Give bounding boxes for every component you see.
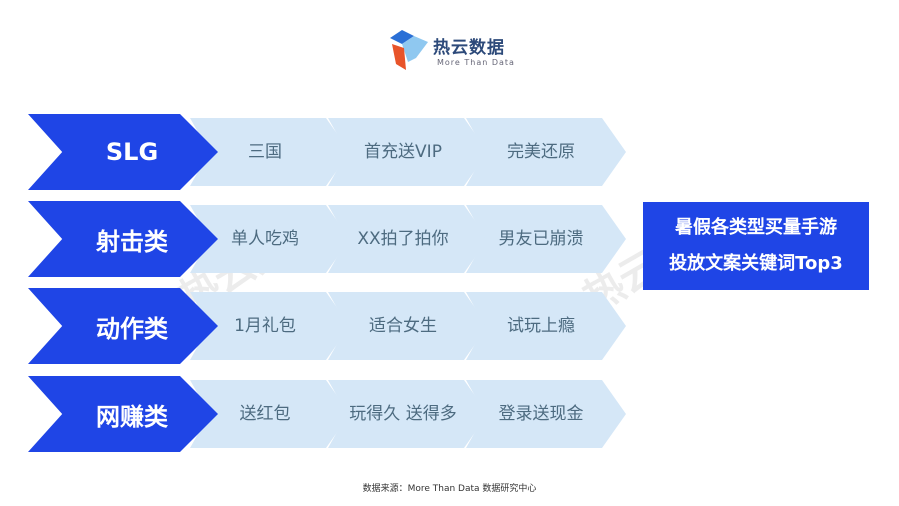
keyword-chevron: 完美还原 bbox=[466, 118, 626, 186]
brand-tagline: More Than Data bbox=[437, 58, 515, 67]
category-chevron: 射击类 bbox=[28, 201, 218, 277]
keyword-chevron: 登录送现金 bbox=[466, 380, 626, 448]
keyword-chevron: 试玩上瘾 bbox=[466, 292, 626, 360]
title-line-2: 投放文案关键词Top3 bbox=[669, 253, 843, 274]
category-chevron: SLG bbox=[28, 114, 218, 190]
source-footer: 数据来源：More Than Data 数据研究中心 bbox=[362, 484, 537, 494]
category-chevron: 网赚类 bbox=[28, 376, 218, 452]
brand-logo-icon bbox=[390, 30, 428, 70]
title-box: 暑假各类型买量手游 投放文案关键词Top3 bbox=[643, 202, 869, 290]
keyword-chevron: 适合女生 bbox=[328, 292, 488, 360]
brand-name: 热云数据 bbox=[433, 38, 505, 58]
category-chevron: 动作类 bbox=[28, 288, 218, 364]
title-line-1: 暑假各类型买量手游 bbox=[675, 217, 837, 238]
keyword-chevron: XX拍了拍你 bbox=[328, 205, 488, 273]
keyword-chevron: 玩得久 送得多 bbox=[328, 380, 488, 448]
keyword-chevron: 首充送VIP bbox=[328, 118, 488, 186]
keyword-chevron: 男友已崩溃 bbox=[466, 205, 626, 273]
